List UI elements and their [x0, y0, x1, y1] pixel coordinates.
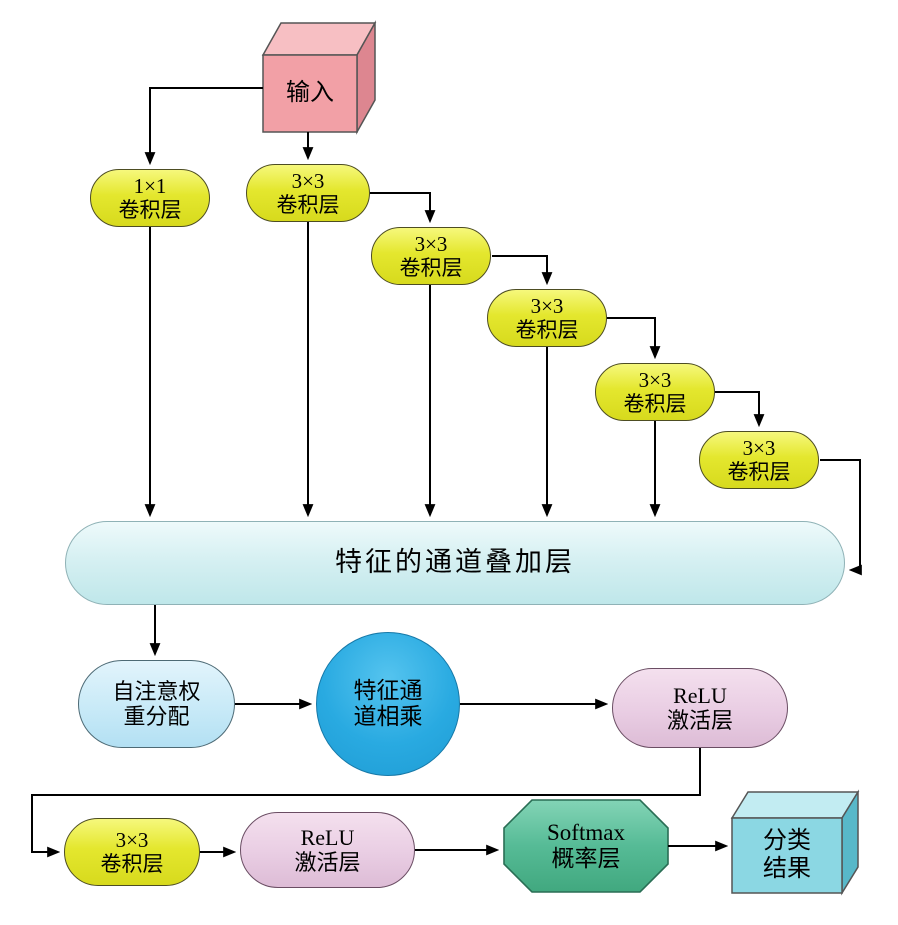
- output-cube-front: [731, 817, 843, 894]
- output-cube-top: [730, 791, 860, 819]
- input-cube: [261, 20, 377, 135]
- relu-pill-top: ReLU 激活层: [612, 668, 788, 748]
- conv-pill-5-line1: 3×3: [638, 367, 672, 392]
- softmax-octagon: [503, 799, 669, 893]
- conv-pill-5-line2: 卷积层: [623, 392, 687, 416]
- arrow-relu-to-conv-bottom: [31, 748, 701, 858]
- conv-pill-6-line1: 3×3: [742, 435, 776, 460]
- softmax-line2: 概率层: [551, 846, 621, 871]
- input-cube-top: [261, 22, 377, 56]
- concat-layer: 特征的通道叠加层: [65, 521, 845, 605]
- output-line2: 结果: [763, 855, 811, 882]
- output-cube: [730, 789, 860, 896]
- conv-pill-2: 3×3 卷积层: [246, 164, 370, 222]
- conv-pill-6-line2: 卷积层: [727, 460, 791, 484]
- input-label: 输入: [263, 55, 357, 132]
- conv-pill-4: 3×3 卷积层: [487, 289, 607, 347]
- conv-pill-2-line2: 卷积层: [276, 193, 340, 217]
- conv-bottom-line1: 3×3: [115, 827, 149, 852]
- conv-pill-2-line1: 3×3: [291, 168, 325, 193]
- output-label: 分类 结果: [732, 818, 842, 893]
- conv-pill-5: 3×3 卷积层: [595, 363, 715, 421]
- attention-pill: 自注意权 重分配: [78, 660, 235, 748]
- conv-bottom-line2: 卷积层: [100, 852, 164, 876]
- conv-pill-6: 3×3 卷积层: [699, 431, 819, 489]
- attention-line2: 重分配: [123, 704, 190, 729]
- relu-bottom-line2: 激活层: [294, 850, 361, 875]
- relu-bottom-line1: ReLU: [300, 824, 355, 850]
- conv-pill-1-line1: 1×1: [133, 173, 167, 198]
- conv-pill-4-line2: 卷积层: [515, 318, 579, 342]
- arrow-conv4-to-conv5: [607, 317, 661, 360]
- arrow-conv6-to-concat: [820, 459, 862, 576]
- arrow-conv5-to-conv6: [715, 391, 765, 428]
- arrow-conv3-to-conv4: [492, 255, 553, 286]
- input-label-text: 输入: [286, 79, 334, 106]
- conv-pill-3-line2: 卷积层: [399, 256, 463, 280]
- conv-pill-3-line1: 3×3: [414, 231, 448, 256]
- concat-layer-label: 特征的通道叠加层: [335, 547, 575, 578]
- relu-top-line1: ReLU: [673, 682, 727, 708]
- softmax-line1: Softmax: [547, 819, 625, 845]
- conv-pill-bottom: 3×3 卷积层: [64, 818, 200, 886]
- multiply-circle: 特征通 道相乘: [316, 632, 460, 776]
- conv-pill-4-line1: 3×3: [530, 293, 564, 318]
- relu-top-line2: 激活层: [666, 708, 733, 733]
- conv-pill-1: 1×1 卷积层: [90, 169, 210, 227]
- multiply-line1: 特征通: [353, 677, 423, 703]
- relu-pill-bottom: ReLU 激活层: [240, 812, 415, 888]
- arrow-conv2-to-conv3: [370, 192, 436, 224]
- multiply-line2: 道相乘: [353, 704, 423, 729]
- output-line1: 分类: [763, 827, 811, 854]
- conv-pill-1-line2: 卷积层: [118, 198, 182, 222]
- conv-pill-3: 3×3 卷积层: [371, 227, 491, 285]
- arrow-input-to-conv1: [144, 87, 263, 166]
- softmax-label: Softmax 概率层: [504, 800, 668, 892]
- arrows: [31, 87, 862, 858]
- attention-line1: 自注意权: [112, 678, 201, 704]
- input-cube-front: [262, 54, 358, 133]
